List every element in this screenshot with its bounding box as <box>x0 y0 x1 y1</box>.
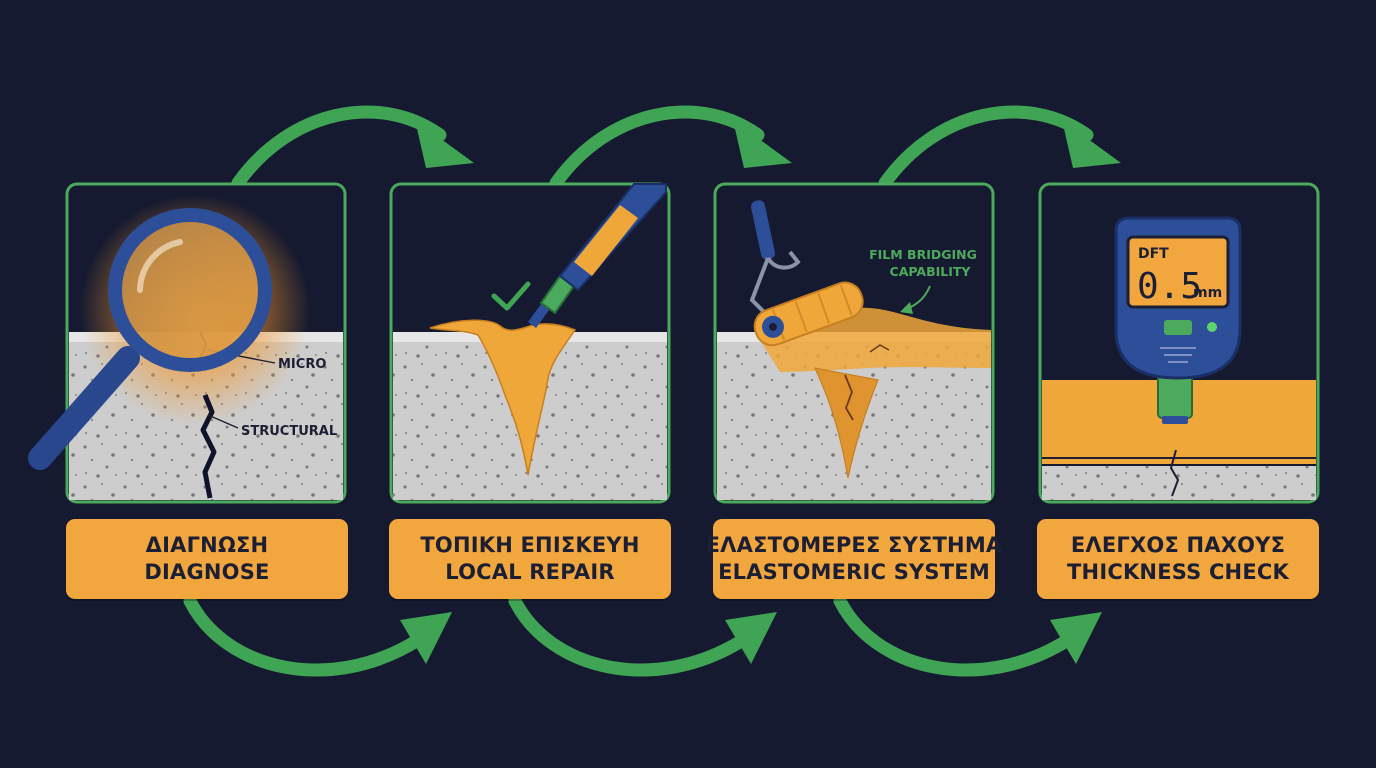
structural-crack <box>200 394 217 499</box>
gauge-readout-value: 0.5 <box>1137 266 1202 307</box>
paint-roller-icon <box>749 200 864 347</box>
flow-arrow-icon <box>508 594 777 677</box>
film-bridging-callout-line2: CAPABILITY <box>890 264 972 279</box>
flow-arrow-icon <box>833 594 1102 677</box>
sealant-fill <box>429 319 577 476</box>
checkmark-icon <box>491 281 531 311</box>
flow-arrow-icon <box>878 105 1121 190</box>
step-title-english: ELASTOMERIC SYSTEM <box>718 560 990 584</box>
gauge-readout-label: DFT <box>1138 246 1169 262</box>
step-title-greek: ΔΙΑΓΝΩΣΗ <box>145 533 269 557</box>
structural-label: STRUCTURAL <box>241 424 337 439</box>
step-title-greek: ΕΛΑΣΤΟΜΕΡΕΣ ΣΥΣΤΗΜΑ <box>705 533 1003 557</box>
caulk-gun-icon <box>528 183 667 328</box>
gauge-readout-unit: mm <box>1193 285 1222 301</box>
panel-elastomeric: FILM BRIDGING CAPABILITY <box>713 182 995 504</box>
panel-local-repair <box>389 182 671 504</box>
panel-diagnose: MICRO STRUCTURAL <box>28 182 347 504</box>
step-title-english: LOCAL REPAIR <box>445 560 615 584</box>
flow-arrow-icon <box>183 594 452 677</box>
step-title-greek: ΕΛΕΓΧΟΣ ΠΑΧΟΥΣ <box>1070 533 1286 557</box>
film-bridging-callout-line1: FILM BRIDGING <box>869 247 977 262</box>
flow-arrow-icon <box>549 105 792 190</box>
magnifying-glass-icon <box>28 208 272 470</box>
thickness-gauge-icon <box>1114 216 1242 424</box>
flow-arrow-icon <box>231 105 474 190</box>
step-title-english: THICKNESS CHECK <box>1067 560 1289 584</box>
step-label-diagnose: ΔΙΑΓΝΩΣΗ DIAGNOSE <box>66 519 348 599</box>
panel-thickness-check: DFT 0.5 mm <box>1038 182 1320 504</box>
step-label-elastomeric: ΕΛΑΣΤΟΜΕΡΕΣ ΣΥΣΤΗΜΑ ELASTOMERIC SYSTEM <box>706 519 1002 599</box>
micro-label: MICRO <box>278 357 326 372</box>
step-label-local-repair: ΤΟΠΙΚΗ ΕΠΙΣΚΕΥΗ LOCAL REPAIR <box>389 519 671 599</box>
step-label-thickness-check: ΕΛΕΓΧΟΣ ΠΑΧΟΥΣ THICKNESS CHECK <box>1037 519 1319 599</box>
step-title-greek: ΤΟΠΙΚΗ ΕΠΙΣΚΕΥΗ <box>420 533 640 557</box>
step-title-english: DIAGNOSE <box>144 560 270 584</box>
